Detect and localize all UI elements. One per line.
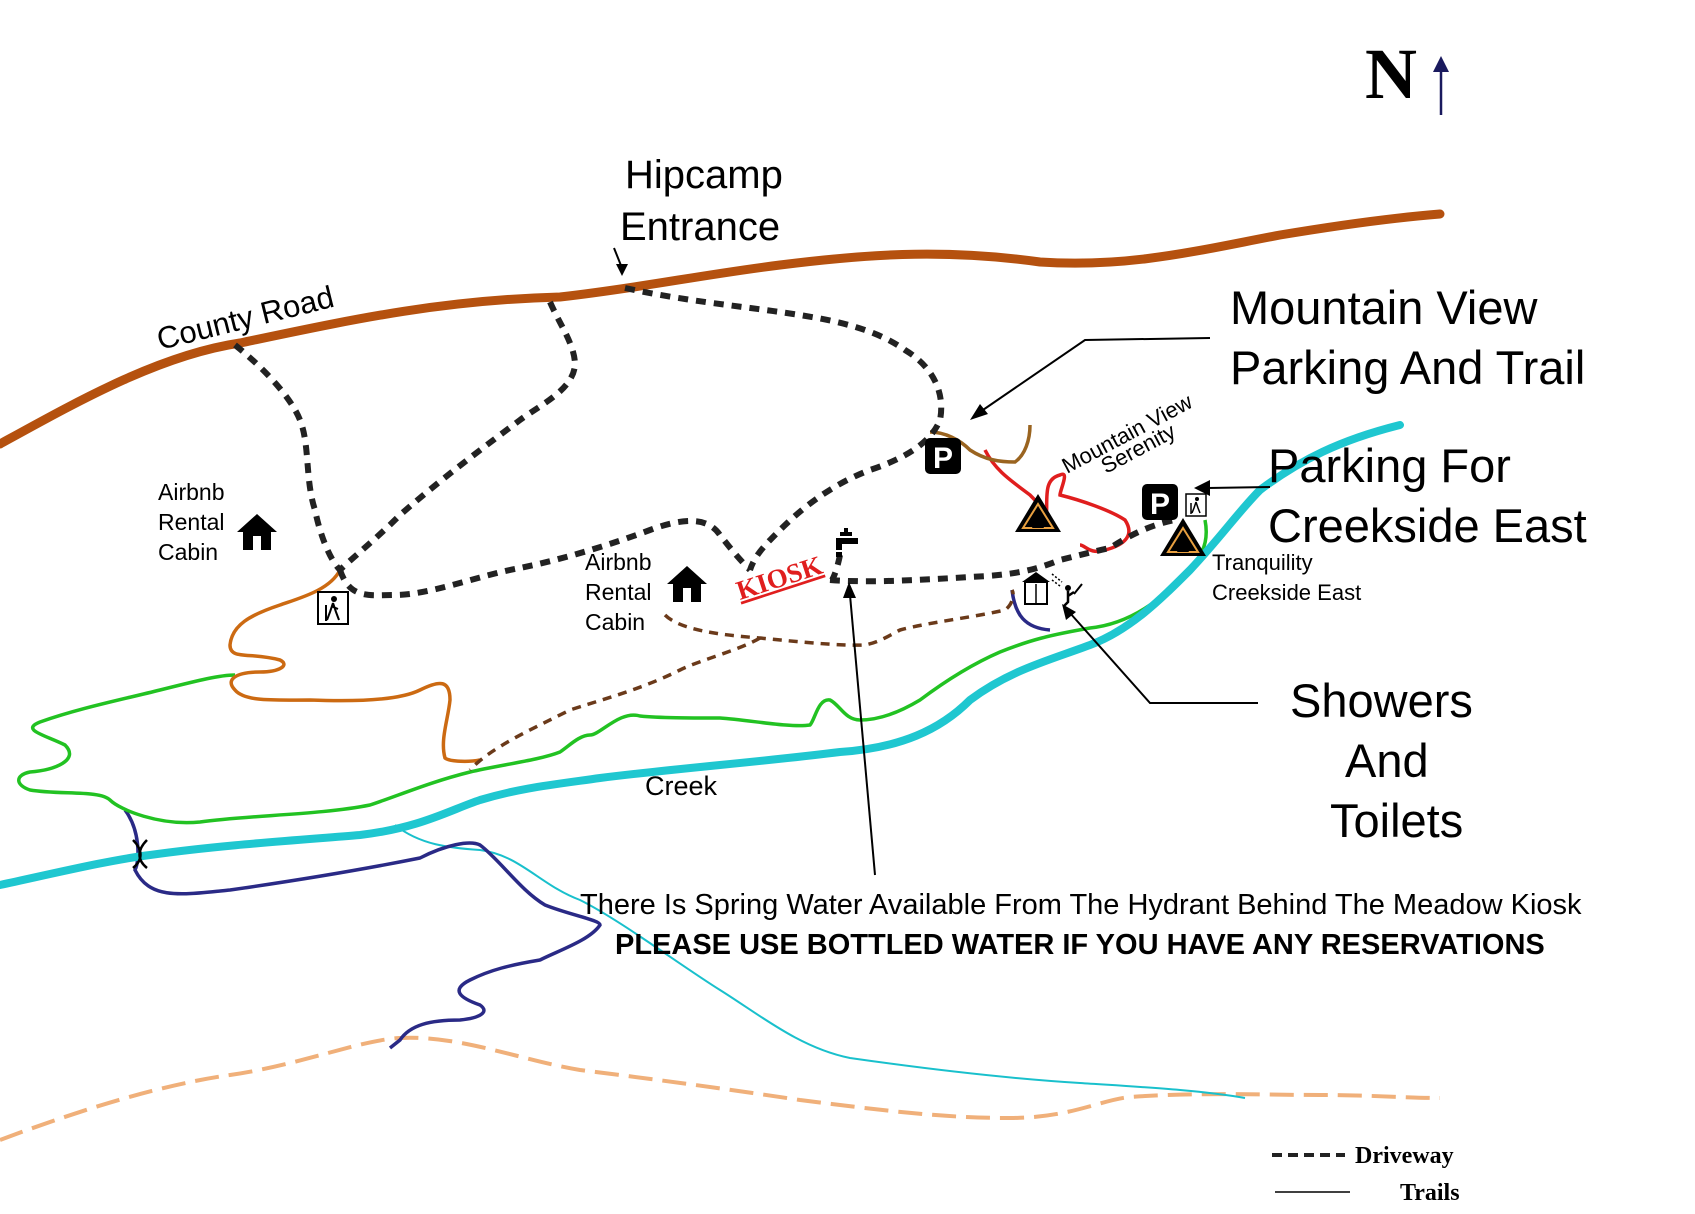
spring-water-notice: There Is Spring Water Available From The… (580, 889, 1582, 921)
airbnb-west-label-3: Cabin (158, 539, 218, 565)
campsite-icon-tranquility (1160, 518, 1206, 556)
brown-dashed-trail-2 (468, 636, 761, 772)
kiosk-label: KIOSK (733, 550, 826, 606)
arrow-creekside-parking (1194, 480, 1271, 496)
driveway-west-a (233, 342, 343, 573)
green-trail-line (17, 519, 1208, 825)
campsite-icon-serenity (1015, 494, 1061, 532)
shower-icon (1051, 573, 1083, 607)
showers-label-2: And (1345, 734, 1429, 787)
bridge-icon (132, 839, 148, 869)
parking-letter: P (1150, 488, 1170, 521)
north-label: N (1365, 34, 1417, 114)
arrow-mountain-view (970, 337, 1211, 420)
creek-label: Creek (645, 771, 718, 801)
legend-trails-label: Trails (1400, 1180, 1460, 1206)
showers-label-1: Showers (1290, 674, 1473, 727)
brown-trail-line (929, 424, 1032, 464)
navy-trail-line (123, 808, 602, 1050)
tranquility-label-1: Tranquility (1212, 550, 1313, 575)
arrow-hydrant (843, 582, 876, 876)
driveway-hydrant (829, 554, 843, 582)
county-road-line (0, 209, 1445, 449)
orange-trail-line (228, 569, 481, 764)
hipcamp-entrance-label-2: Entrance (620, 205, 780, 249)
hiker-icon-west (317, 591, 349, 625)
driveway-west-b (337, 300, 579, 573)
airbnb-mid-label-1: Airbnb (585, 549, 651, 575)
brown-dashed-trail (663, 589, 1015, 647)
mountain-view-label-1: Mountain View (1230, 281, 1538, 334)
navy-trail-short (1010, 589, 1051, 632)
driveway-entrance (624, 285, 945, 572)
legend-driveway-label: Driveway (1355, 1143, 1454, 1169)
mountain-view-label-2: Parking And Trail (1230, 341, 1585, 394)
toilet-icon (1022, 572, 1050, 605)
parking-icon-mountain-view: P (925, 438, 961, 475)
bottled-water-notice: PLEASE USE BOTTLED WATER IF YOU HAVE ANY… (615, 929, 1545, 961)
legend: Driveway Trails (1272, 1143, 1460, 1206)
creek-line (0, 421, 1404, 889)
airbnb-west-label-1: Airbnb (158, 479, 224, 505)
red-trail-line (983, 449, 1131, 554)
airbnb-mid-label-3: Cabin (585, 609, 645, 635)
airbnb-west-label-2: Rental (158, 509, 224, 535)
cabin-icon-west (237, 514, 277, 550)
driveway-east (829, 517, 1176, 585)
arrow-hipcamp-entrance (613, 247, 628, 276)
tranquility-label-2: Creekside East (1212, 580, 1361, 605)
arrow-showers (1062, 604, 1258, 704)
cabin-icon-mid (667, 566, 707, 602)
parking-letter: P (933, 442, 953, 475)
parking-icon-creekside: P (1142, 484, 1178, 521)
showers-label-3: Toilets (1330, 794, 1463, 847)
hiker-icon-east (1185, 493, 1207, 517)
parking-creekside-label-2: Creekside East (1268, 499, 1587, 552)
parking-creekside-label-1: Parking For (1268, 439, 1511, 492)
north-arrow-icon (1433, 56, 1449, 115)
boundary-dashed-line (0, 1035, 1441, 1142)
airbnb-mid-label-2: Rental (585, 579, 651, 605)
thin-creek-line (394, 824, 1246, 1099)
hipcamp-entrance-label-1: Hipcamp (625, 153, 783, 197)
water-tap-icon (836, 528, 858, 557)
